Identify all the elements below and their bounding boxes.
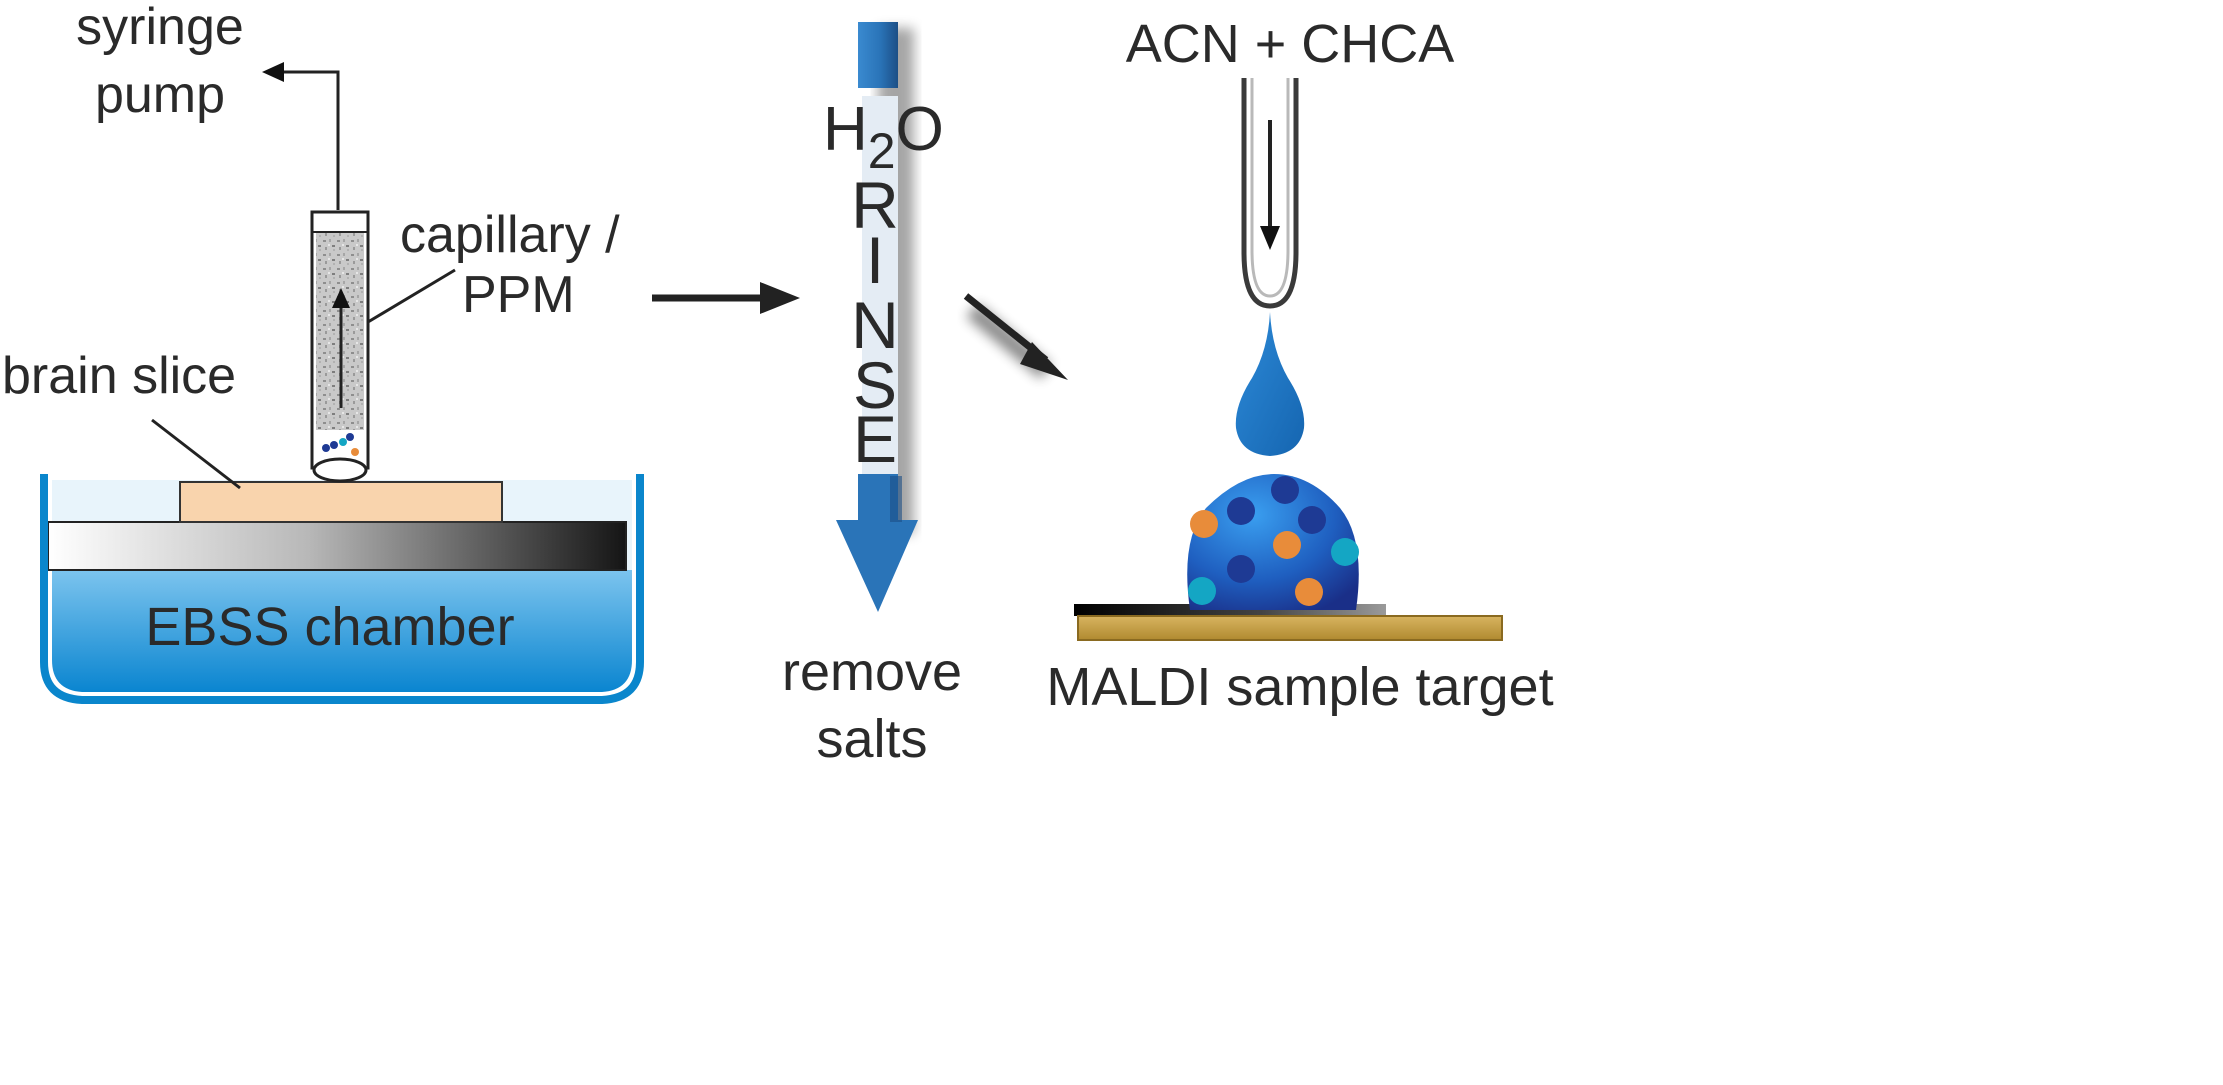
spot-dot-teal bbox=[1188, 577, 1216, 605]
rinse-shaft bbox=[862, 96, 898, 490]
capillary bbox=[310, 210, 370, 483]
flow-up-arrowhead bbox=[332, 288, 350, 308]
pipette-inner bbox=[1250, 78, 1290, 298]
maldi-target-plate bbox=[1077, 615, 1503, 641]
right-arrow-icon bbox=[652, 282, 800, 317]
brain-slice-leader bbox=[151, 418, 241, 490]
spot-dot-navy bbox=[1271, 476, 1299, 504]
chamber-label: EBSS chamber bbox=[145, 597, 514, 657]
chamber-water bbox=[52, 570, 632, 692]
down-right-arrow-icon bbox=[963, 293, 1068, 380]
analyte-dot bbox=[351, 448, 359, 456]
spot-dot-orange bbox=[1295, 578, 1323, 606]
up-left-arrow-icon bbox=[262, 62, 284, 82]
rinse-letter: R bbox=[851, 168, 899, 242]
capillary-label-line2: PPM bbox=[462, 266, 575, 324]
syringe-pump-line bbox=[282, 70, 340, 210]
analyte-dot bbox=[339, 438, 347, 446]
spot-dot-navy bbox=[1227, 497, 1255, 525]
pipette-outer bbox=[1241, 78, 1299, 309]
rinse-letter: I bbox=[866, 223, 884, 297]
h2o-h: H bbox=[823, 95, 868, 164]
syringe-label-line1: syringe bbox=[76, 0, 244, 56]
spot-dot-teal bbox=[1331, 538, 1359, 566]
matrix-label: ACN + CHCA bbox=[1126, 14, 1455, 74]
maldi-panel: ACN + CHCA MALDI sample target bbox=[1046, 14, 1553, 717]
analyte-dot bbox=[346, 433, 354, 441]
h2o-subscript: 2 bbox=[868, 123, 896, 179]
capillary-leader bbox=[367, 268, 456, 324]
rinse-letter: E bbox=[853, 402, 897, 476]
spot-dot-navy bbox=[1227, 555, 1255, 583]
syringe-label-line2: pump bbox=[95, 66, 225, 124]
brain-slice bbox=[179, 481, 503, 523]
capillary-label-line1: capillary / bbox=[400, 206, 620, 264]
remove-label-line2: salts bbox=[816, 709, 927, 769]
rinse-top-block bbox=[858, 22, 898, 88]
remove-label-line1: remove bbox=[782, 642, 962, 702]
rinse-letter: S bbox=[853, 348, 897, 422]
spot-dot-orange bbox=[1190, 510, 1218, 538]
h2o-o: O bbox=[896, 95, 944, 164]
target-label: MALDI sample target bbox=[1046, 657, 1553, 717]
brain-slice-label: brain slice bbox=[2, 347, 236, 405]
spot-dot-orange bbox=[1273, 531, 1301, 559]
rinse-letters: R I N S E bbox=[851, 168, 899, 476]
ebss-chamber-panel: EBSS chamber brain slice syringe p bbox=[2, 0, 644, 704]
support-bar bbox=[47, 521, 627, 571]
rinse-panel: H2O R I N S E remove salts bbox=[782, 22, 962, 769]
analyte-dot bbox=[330, 441, 338, 449]
rinse-letter: N bbox=[851, 288, 899, 362]
h2o-label: H2O bbox=[823, 95, 944, 179]
analyte-dot bbox=[322, 444, 330, 452]
capillary-tip bbox=[312, 457, 368, 483]
chamber-wall bbox=[40, 474, 644, 704]
matrix-droplet bbox=[1235, 312, 1305, 456]
pipette-arrow-head bbox=[1260, 226, 1280, 250]
spot-dot-navy bbox=[1298, 506, 1326, 534]
